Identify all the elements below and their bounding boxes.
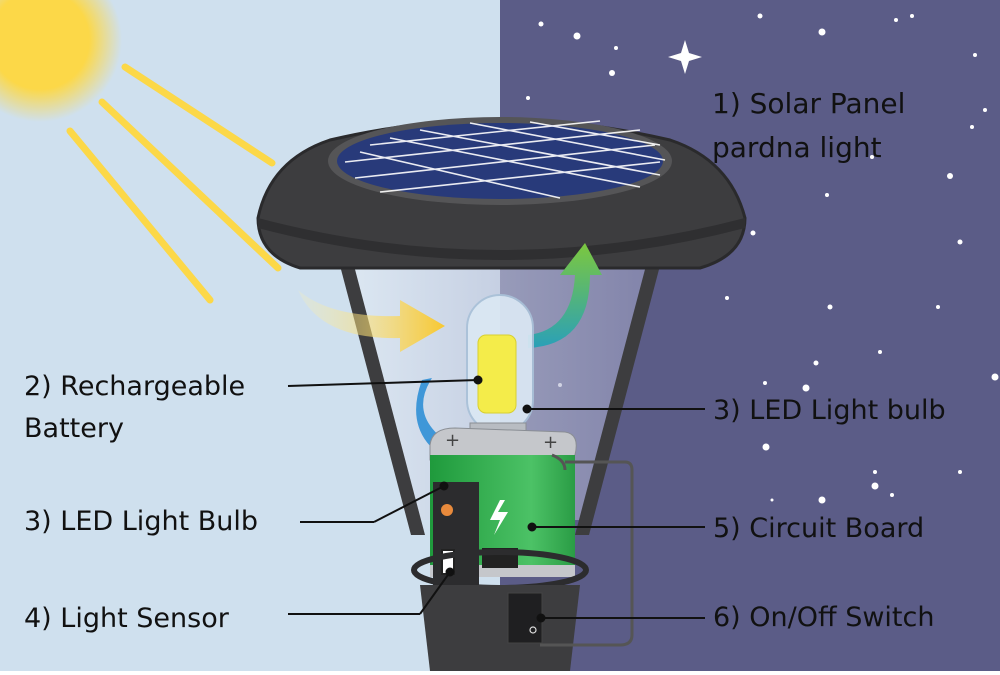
lamp-base — [411, 453, 634, 671]
solar-panel-cap — [256, 117, 747, 270]
label-rechargeable-battery: 2) Rechargeable Battery — [24, 371, 246, 444]
battery-plus-right: + — [543, 432, 558, 453]
label-led-bulb-left: 3) LED Light Bulb — [24, 506, 259, 537]
light-sensor — [433, 482, 479, 594]
label-light-sensor: 4) Light Sensor — [24, 603, 229, 634]
label-circuit-board: 5) Circuit Board — [713, 513, 925, 544]
on-off-switch — [507, 592, 543, 644]
sunlight-arrow-icon — [298, 290, 445, 352]
led-bulb — [466, 294, 534, 449]
battery-plus-left: + — [445, 430, 460, 451]
lightning-bolt-icon — [490, 500, 508, 535]
label-on-off-switch: 6) On/Off Switch — [713, 602, 935, 633]
solar-cells — [337, 123, 663, 199]
stars — [526, 13, 999, 504]
sun-icon — [0, 0, 282, 304]
label-solar-panel: 1) Solar Panel pardna light — [712, 87, 906, 164]
energy-up-arrow-icon — [528, 243, 602, 348]
leader-lines — [287, 375, 705, 623]
sparkle-star-icon — [668, 40, 702, 74]
label-led-bulb-right: 3) LED Light bulb — [713, 395, 946, 426]
